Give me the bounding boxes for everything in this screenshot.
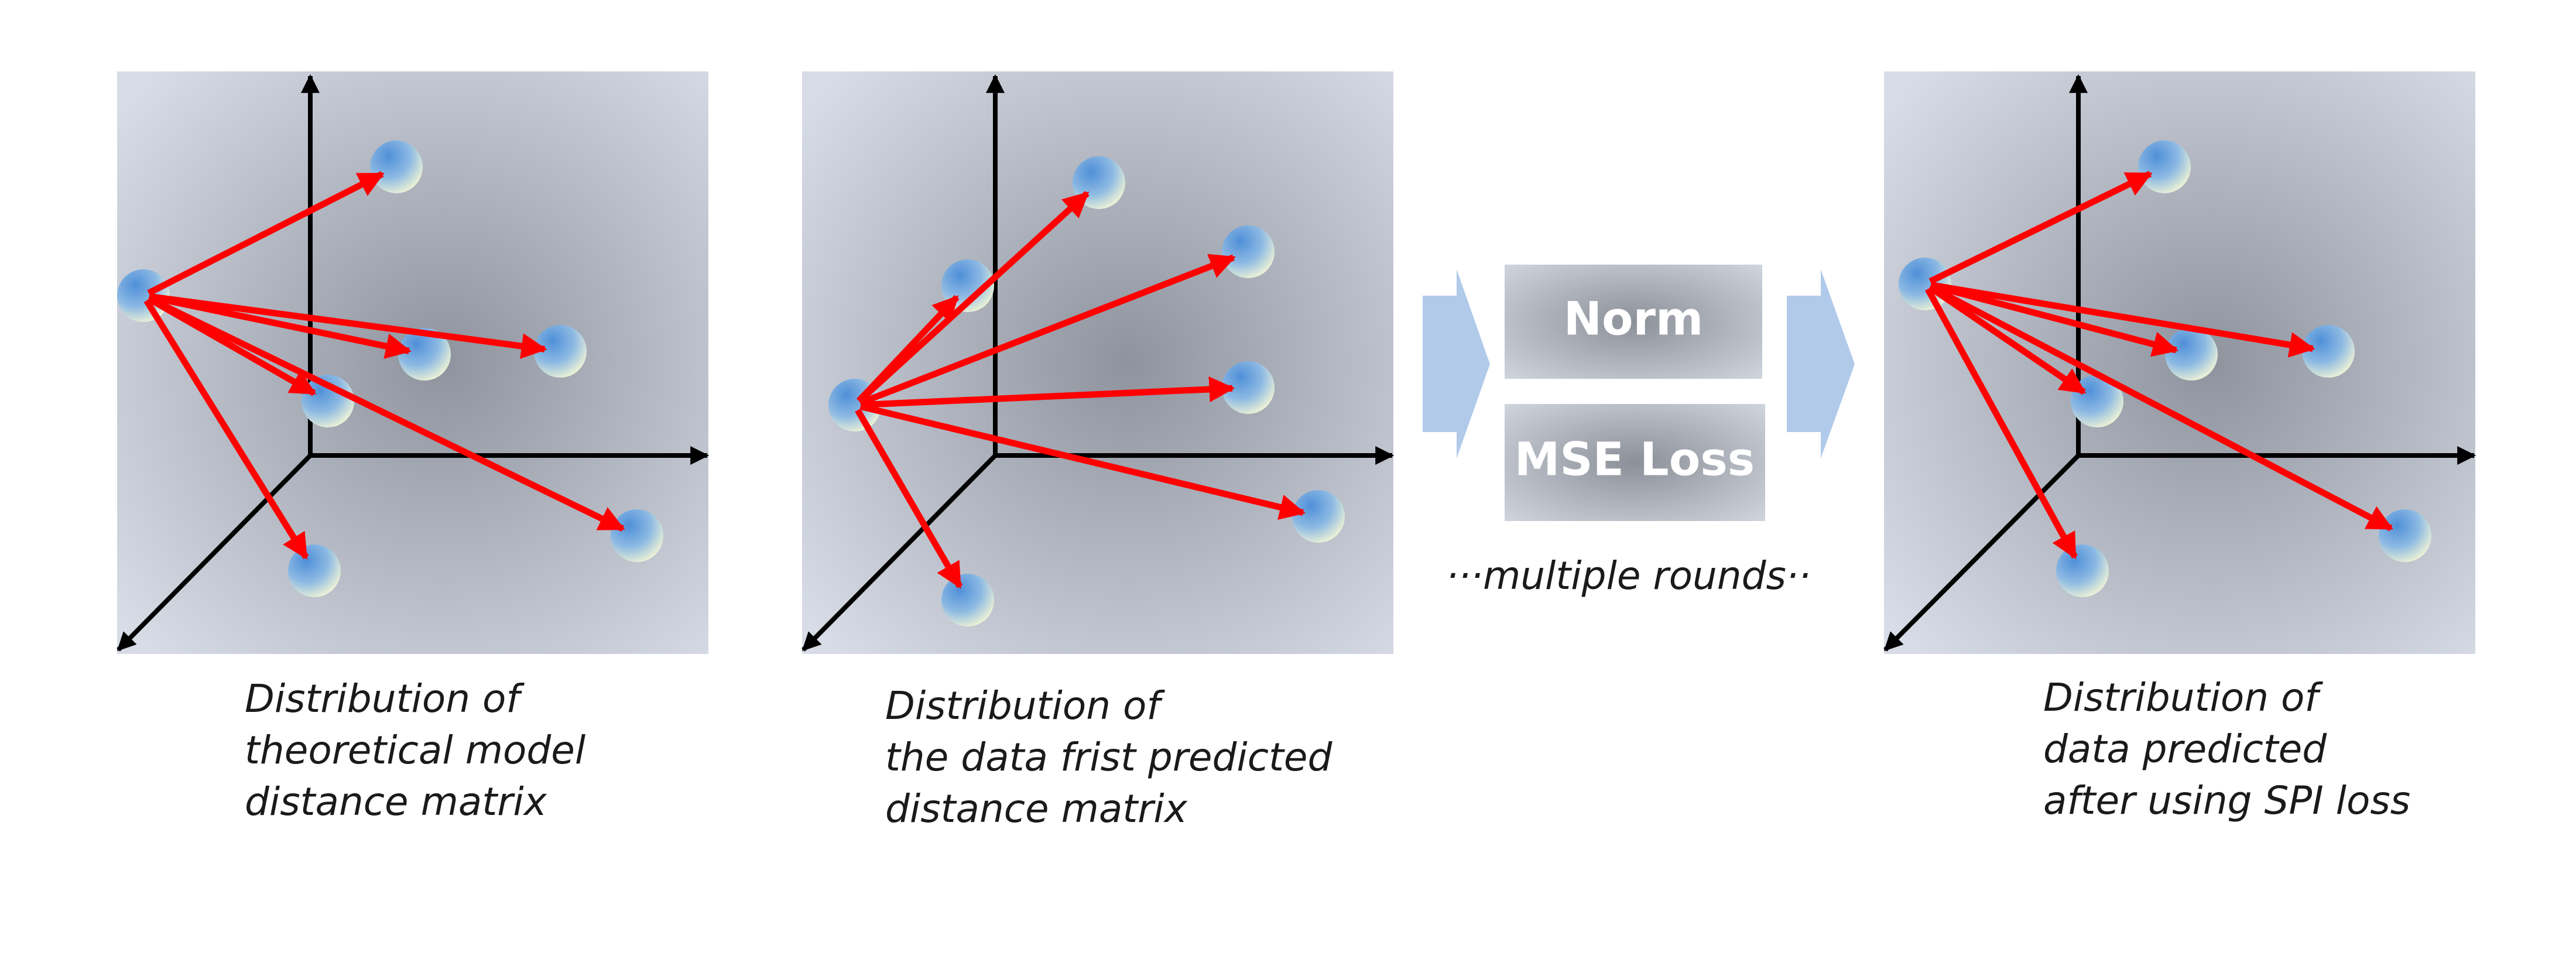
panel-theoretical (117, 71, 710, 654)
source-point (117, 269, 170, 322)
distance-arrow (857, 191, 1090, 404)
distance-arrow (1930, 282, 2179, 357)
distance-arrow (1928, 283, 2393, 532)
caption-theoretical: Distribution of theoretical model distan… (245, 673, 585, 828)
norm-box-bg (1505, 265, 1762, 379)
z-axis (117, 454, 312, 652)
source-point (1899, 258, 1951, 310)
distance-arrow (855, 408, 963, 589)
multiple-rounds-text: ···multiple rounds·· (1446, 553, 1811, 598)
distance-arrow (859, 254, 1236, 406)
target-point (1222, 361, 1275, 414)
caption-line: distance matrix (885, 786, 1187, 831)
target-point (1292, 490, 1345, 543)
caption-line: Distribution of (2043, 675, 2318, 720)
target-point (2056, 544, 2109, 597)
process-section: Norm MSE Loss (1423, 265, 1855, 521)
z-axis (801, 454, 997, 652)
caption-line: Distribution of (885, 683, 1160, 728)
norm-box: Norm (1505, 265, 1762, 379)
panel-first-predicted (801, 71, 1395, 654)
distance-arrow (1928, 170, 2153, 285)
distance-arrow (1930, 282, 2315, 358)
target-point (1222, 225, 1275, 278)
caption-first-predicted: Distribution of the data frist predicted… (885, 680, 1332, 835)
target-point (2138, 141, 2191, 193)
distance-arrow (1924, 287, 2078, 560)
distance-arrow (147, 295, 625, 532)
mse-loss-box: MSE Loss (1505, 404, 1765, 521)
distance-arrow (149, 293, 547, 359)
target-point (2379, 509, 2431, 562)
caption-line: Distribution of (245, 676, 520, 721)
norm-label: Norm (1564, 293, 1704, 345)
z-axis (1883, 454, 2080, 652)
caption-line: after using SPI loss (2043, 778, 2411, 823)
target-point (941, 574, 994, 626)
distance-arrows (855, 191, 1306, 589)
distance-arrow (147, 171, 385, 296)
distance-arrow (148, 293, 412, 359)
distance-arrow (860, 376, 1235, 409)
target-point (370, 141, 423, 193)
block-arrow-right (1787, 269, 1855, 458)
block-arrow-left (1423, 269, 1490, 458)
caption-line: the data frist predicted (885, 735, 1332, 780)
target-point (288, 544, 341, 597)
mse-loss-label: MSE Loss (1515, 433, 1755, 486)
caption-spi-loss: Distribution of data predicted after usi… (2043, 672, 2410, 827)
caption-line: data predicted (2043, 727, 2327, 772)
panel-spi-loss (1883, 71, 2476, 654)
distance-arrow (859, 403, 1306, 520)
caption-line: theoretical model (245, 728, 586, 773)
distance-arrow (1928, 285, 2087, 395)
caption-line: distance matrix (245, 779, 547, 824)
distance-arrow (143, 299, 309, 560)
mse-loss-box-bg (1505, 404, 1765, 521)
target-point (611, 509, 663, 562)
distance-arrows (143, 171, 625, 560)
distance-arrows (1924, 170, 2393, 560)
target-point (2165, 328, 2218, 381)
